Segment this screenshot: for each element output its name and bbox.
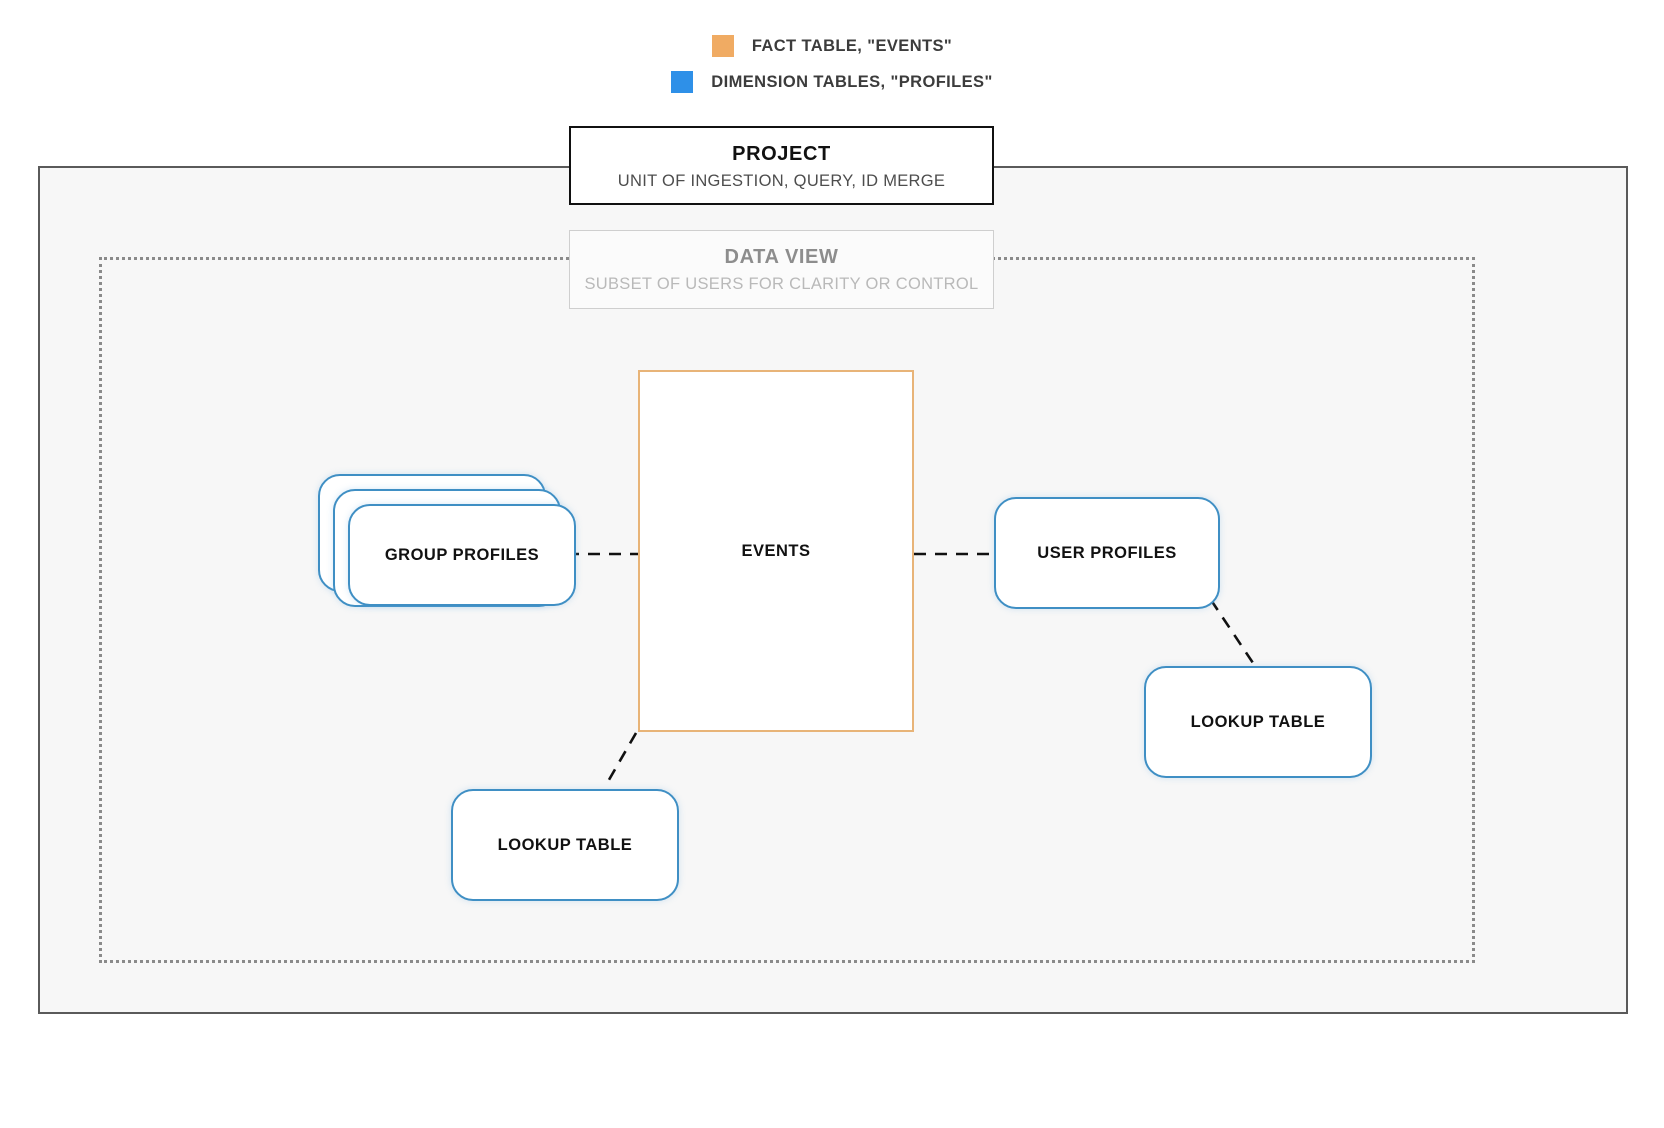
project-header-box: PROJECT UNIT OF INGESTION, QUERY, ID MER…	[569, 126, 994, 205]
node-lookup-table-right[interactable]: LOOKUP TABLE	[1144, 666, 1372, 778]
node-group-profiles-label: GROUP PROFILES	[384, 545, 540, 564]
node-user-profiles[interactable]: USER PROFILES	[994, 497, 1220, 609]
node-user-profiles-label: USER PROFILES	[1037, 543, 1177, 562]
orange-square-swatch	[711, 35, 734, 57]
legend-item-dimension-tables: DIMENSION TABLES, "PROFILES"	[0, 64, 1664, 100]
data-view-header-box: DATA VIEW SUBSET OF USERS FOR CLARITY OR…	[569, 230, 994, 309]
data-view-title: DATA VIEW	[724, 246, 839, 268]
legend-label-fact-table: FACT TABLE, "EVENTS"	[751, 36, 953, 55]
group-profiles-card-front[interactable]: GROUP PROFILES	[348, 504, 576, 606]
blue-square-swatch	[671, 71, 694, 93]
node-events-label: EVENTS	[741, 541, 811, 560]
node-events-fact-table[interactable]: EVENTS	[638, 370, 914, 732]
legend-label-dimension-tables: DIMENSION TABLES, "PROFILES"	[711, 72, 993, 91]
node-lookup-table-right-label: LOOKUP TABLE	[1190, 712, 1326, 731]
project-subtitle: UNIT OF INGESTION, QUERY, ID MERGE	[617, 172, 946, 190]
node-lookup-table-left[interactable]: LOOKUP TABLE	[451, 789, 679, 901]
legend: FACT TABLE, "EVENTS" DIMENSION TABLES, "…	[0, 28, 1664, 100]
legend-item-fact-table: FACT TABLE, "EVENTS"	[0, 28, 1664, 64]
project-title: PROJECT	[732, 143, 831, 165]
node-lookup-table-left-label: LOOKUP TABLE	[497, 835, 633, 854]
data-view-subtitle: SUBSET OF USERS FOR CLARITY OR CONTROL	[584, 275, 979, 293]
